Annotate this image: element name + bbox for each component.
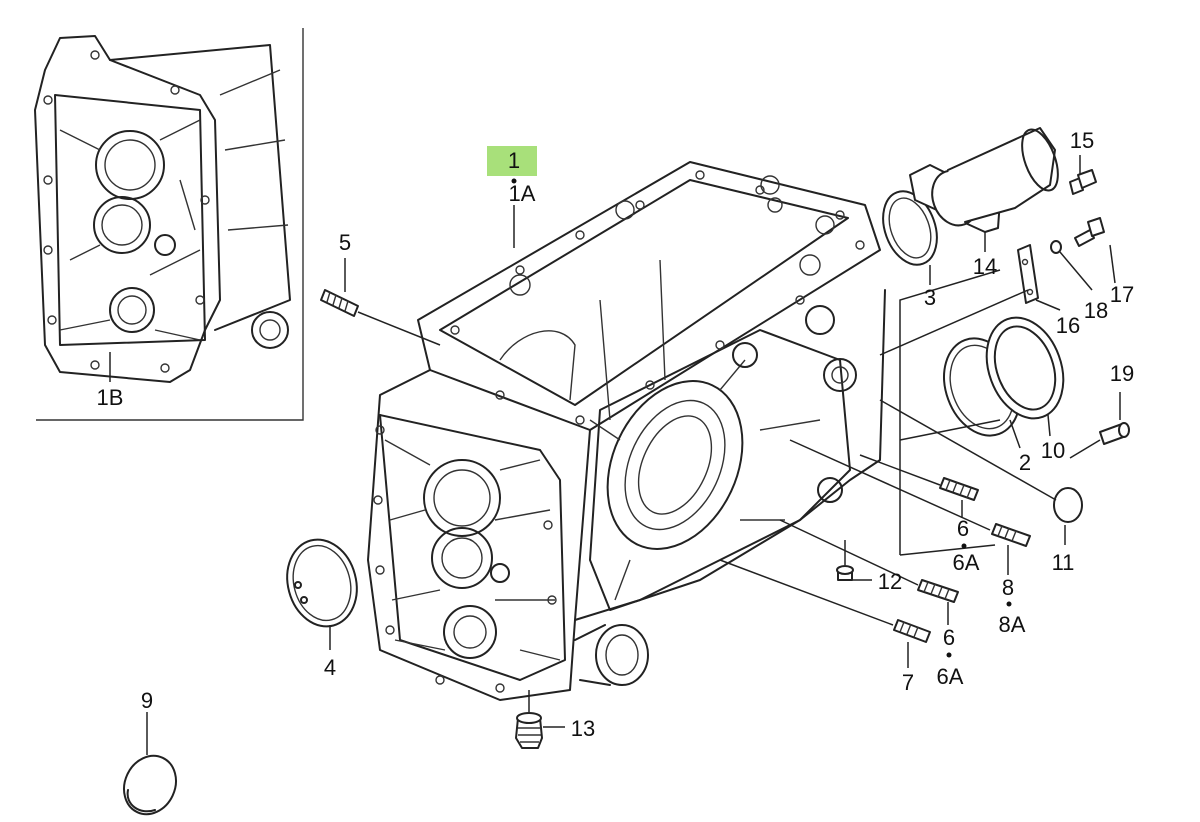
part-9-plug-cap — [123, 754, 177, 816]
callout-3[interactable]: 3 — [924, 285, 936, 310]
callout-6-upper[interactable]: 6 — [957, 516, 969, 541]
callout-16[interactable]: 16 — [1056, 313, 1080, 338]
part-7-stud — [893, 619, 931, 643]
callout-1b[interactable]: 1B — [97, 385, 124, 410]
part-18-washer — [1050, 240, 1062, 254]
callout-9[interactable]: 9 — [141, 688, 153, 713]
part-10-seal — [985, 316, 1065, 420]
part-6-stud-lower — [917, 579, 959, 603]
part-15-bolt — [1069, 169, 1097, 195]
callout-4[interactable]: 4 — [324, 655, 336, 680]
callout-8a[interactable]: 8A — [999, 612, 1026, 637]
part-5-stud — [320, 289, 359, 317]
part-6-stud-upper — [939, 477, 979, 501]
part-3-circlip — [882, 190, 938, 266]
callout-6-upper-dot — [961, 543, 967, 549]
part-16-plate — [1017, 244, 1039, 304]
part-12-screw — [836, 565, 854, 581]
callout-10[interactable]: 10 — [1041, 438, 1065, 463]
callout-8-dot — [1006, 601, 1012, 607]
inset-view-1b — [34, 28, 304, 421]
callout-1a[interactable]: 1A — [509, 181, 536, 206]
callout-8[interactable]: 8 — [1002, 575, 1014, 600]
callout-7[interactable]: 7 — [902, 670, 914, 695]
callout-19[interactable]: 19 — [1110, 361, 1134, 386]
callout-6-lower[interactable]: 6 — [943, 625, 955, 650]
part-4-circlip — [286, 538, 358, 628]
part-11-cap — [1053, 487, 1083, 523]
callout-14[interactable]: 14 — [973, 254, 997, 279]
gearbox-housing — [367, 161, 886, 701]
callout-18[interactable]: 18 — [1084, 298, 1108, 323]
leader-lines — [146, 155, 1121, 755]
callout-5[interactable]: 5 — [339, 230, 351, 255]
callouts: 1 1A 1B 2 3 4 5 6 6A 6 6A 7 8 8A 9 10 11… — [97, 128, 1135, 741]
callout-2[interactable]: 2 — [1019, 450, 1031, 475]
part-17-bolt — [1074, 217, 1105, 247]
callout-1-dot — [511, 178, 517, 184]
callout-6a-upper[interactable]: 6A — [953, 550, 980, 575]
callout-13[interactable]: 13 — [571, 716, 595, 741]
callout-1[interactable]: 1 — [508, 148, 520, 173]
callout-15[interactable]: 15 — [1070, 128, 1094, 153]
part-19-pin — [1099, 422, 1130, 445]
part-13-drain-plug — [515, 712, 543, 749]
callout-17[interactable]: 17 — [1110, 282, 1134, 307]
callout-6-lower-dot — [946, 652, 952, 658]
callout-11[interactable]: 11 — [1052, 550, 1075, 575]
part-14-sleeve — [909, 127, 1059, 233]
part-8-stud — [991, 523, 1031, 547]
callout-1-highlight — [487, 146, 537, 176]
callout-6a-lower[interactable]: 6A — [937, 664, 964, 689]
callout-12[interactable]: 12 — [878, 569, 902, 594]
